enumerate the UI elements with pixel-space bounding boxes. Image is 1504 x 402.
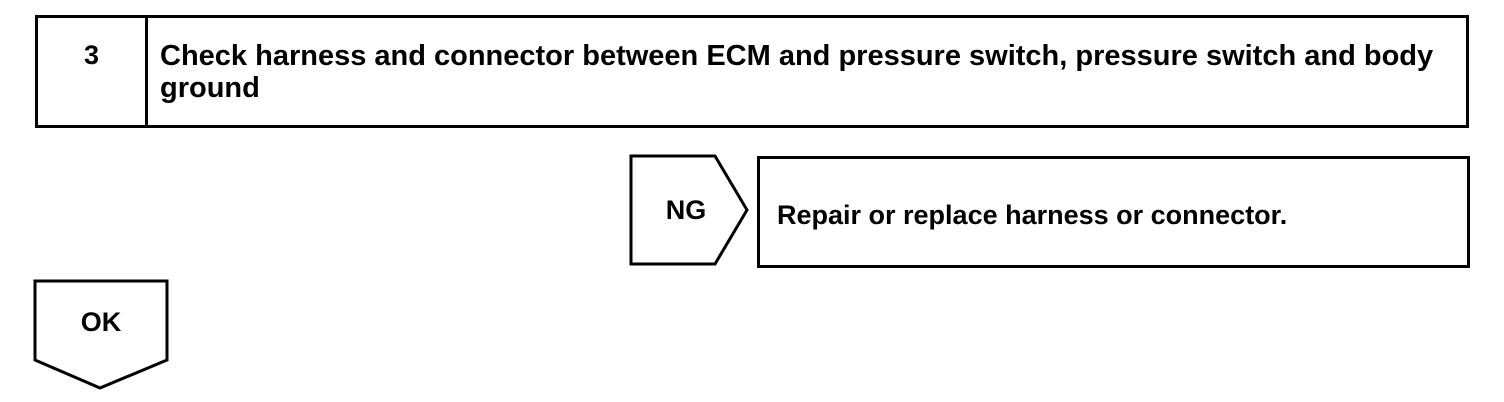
ng-result-box: Repair or replace harness or connector. xyxy=(757,156,1470,268)
ng-result-text: Repair or replace harness or connector. xyxy=(777,200,1288,230)
ng-label: NG xyxy=(665,195,707,225)
ok-label: OK xyxy=(80,307,122,337)
step-number: 3 xyxy=(38,18,148,125)
ng-arrow-shape xyxy=(629,154,749,266)
ok-arrow-shape xyxy=(33,279,169,390)
step-box: 3 Check harness and connector between EC… xyxy=(35,15,1469,128)
step-title: Check harness and connector between ECM … xyxy=(160,40,1434,104)
